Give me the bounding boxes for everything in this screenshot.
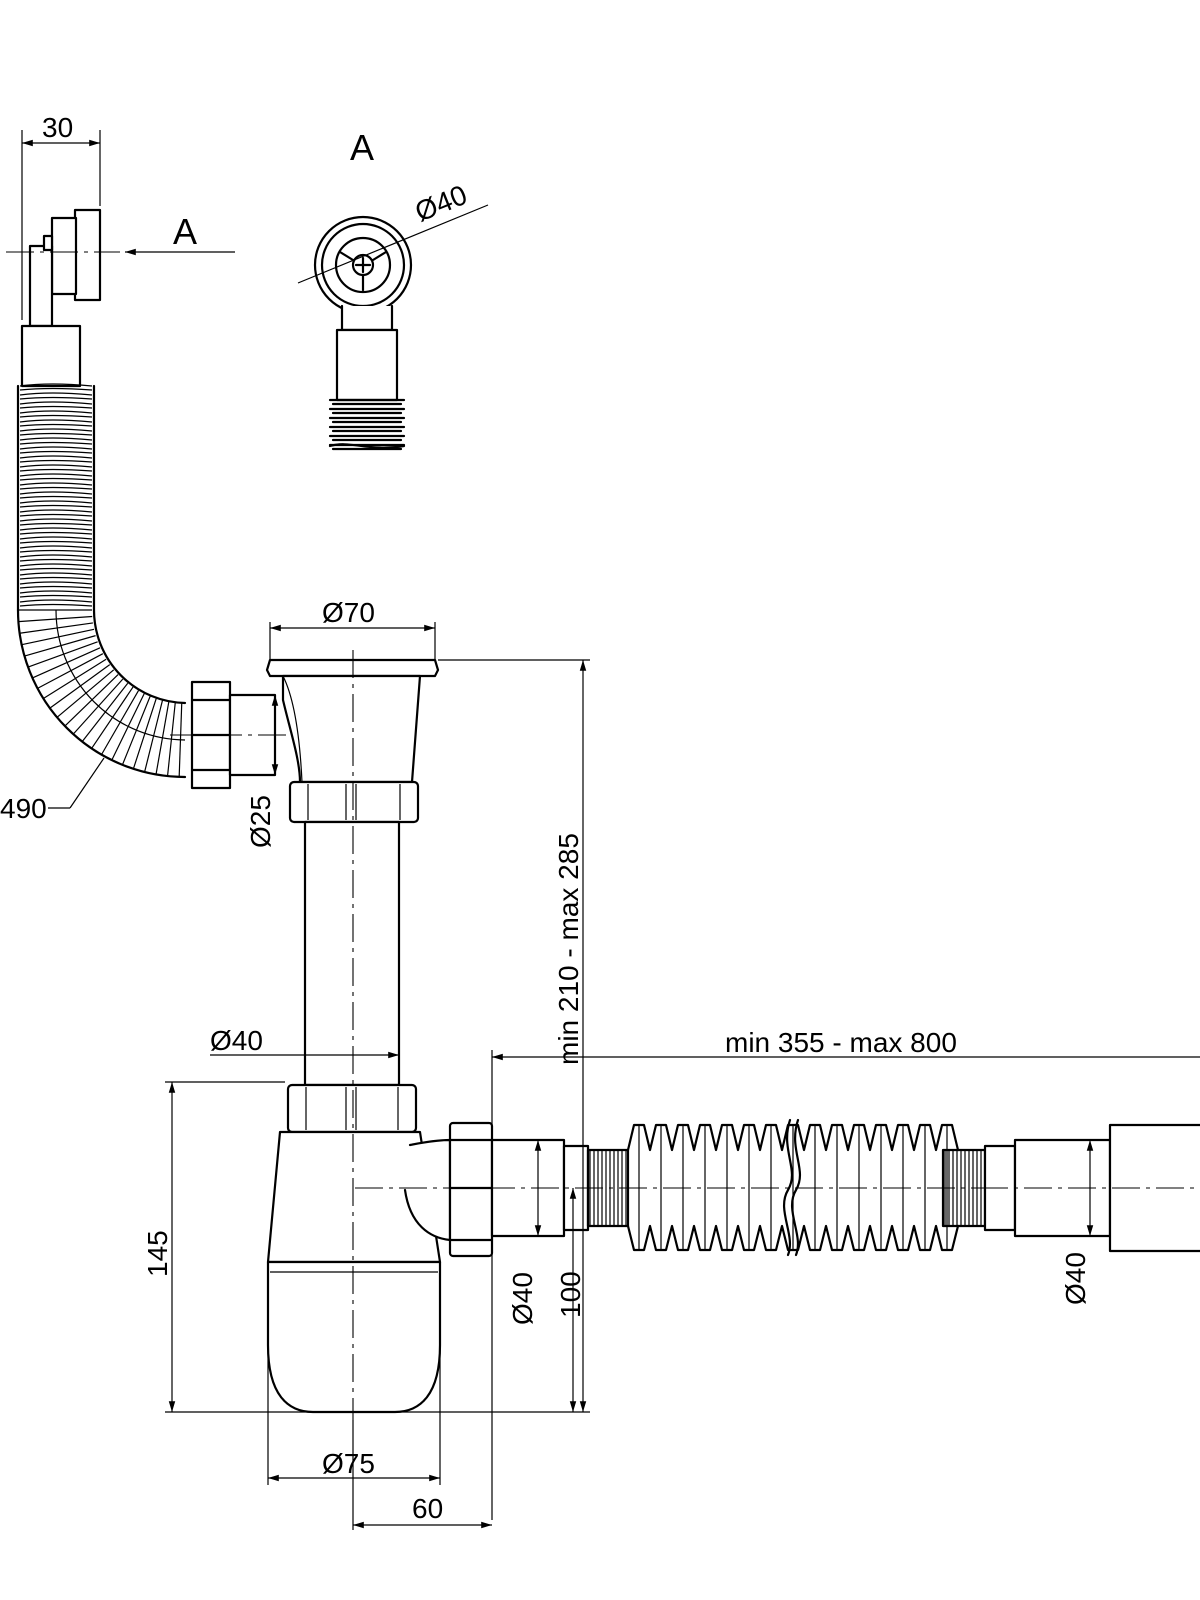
dim-bowl-diameter: Ø70	[322, 597, 375, 628]
dim-hose-length: 490	[0, 793, 47, 824]
view-marker-a: A	[173, 211, 197, 252]
dim-top-width: 30	[42, 112, 73, 143]
siphon-body	[265, 650, 1200, 1420]
dim-offset-distance: 60	[412, 1493, 443, 1524]
outlet-end	[980, 1123, 1200, 1253]
overflow-nut	[170, 680, 350, 790]
dim-bottle-diameter: Ø75	[322, 1448, 375, 1479]
dim-outlet-diameter: Ø40	[507, 1272, 538, 1325]
dim-view-a-diameter: Ø40	[411, 179, 472, 228]
dim-outlet-hose-diameter: Ø40	[1060, 1252, 1091, 1305]
view-a	[313, 215, 413, 451]
view-title-a: A	[350, 127, 374, 168]
dim-overflow-diameter: Ø25	[245, 795, 276, 848]
dim-outlet-height: 100	[555, 1271, 586, 1318]
outlet-hose	[586, 1118, 987, 1257]
overflow-hose	[16, 383, 187, 779]
dimensions: 30 A A Ø40 490 Ø70 Ø25 min 210 - max 285…	[0, 112, 1200, 1530]
dim-tube-diameter: Ø40	[210, 1025, 263, 1056]
dim-vertical-range: min 210 - max 285	[553, 833, 584, 1065]
overflow-connector	[6, 208, 120, 388]
dim-height-total: 145	[142, 1230, 173, 1277]
dim-horizontal-range: min 355 - max 800	[725, 1027, 957, 1058]
